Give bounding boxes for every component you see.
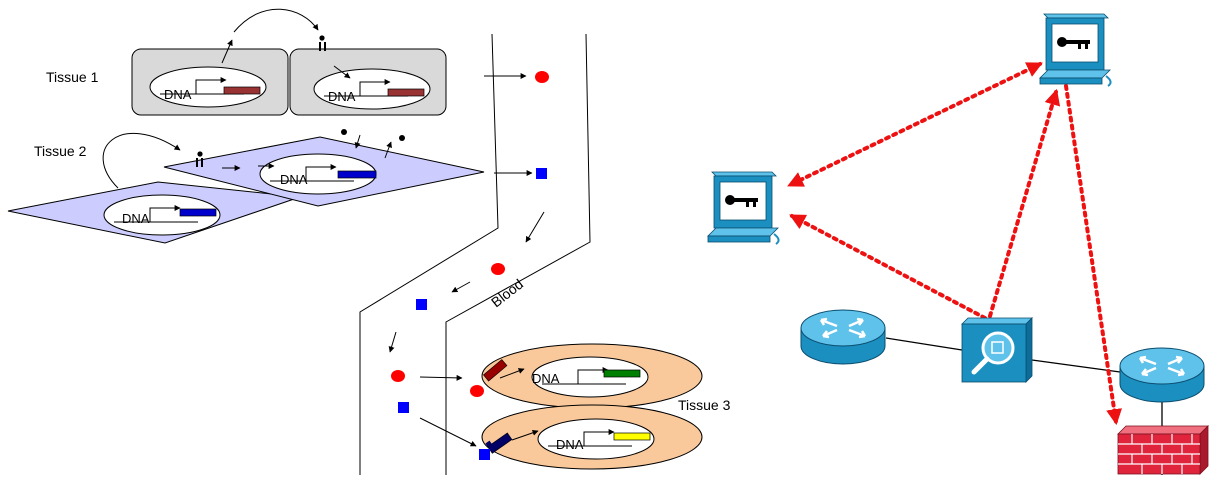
tissue-2: DNA DNA Tissue 2 bbox=[7, 129, 547, 244]
dna-label: DNA bbox=[280, 172, 308, 187]
gene-blue-a bbox=[179, 208, 217, 217]
dna-label: DNA bbox=[556, 437, 584, 452]
flow-arrow bbox=[451, 281, 471, 293]
tissue-2-nucleus-b: DNA bbox=[260, 154, 376, 194]
flow-workstation-to-firewall bbox=[1064, 84, 1123, 426]
dna-label: DNA bbox=[164, 87, 192, 102]
workstation-left[interactable] bbox=[707, 171, 780, 245]
flow-arrow bbox=[388, 331, 397, 353]
tissue-1-nucleus-a: DNA bbox=[150, 67, 266, 107]
hormone-blue bbox=[536, 168, 547, 179]
gene-blue-b bbox=[337, 170, 377, 179]
flow-inspector-to-workstation bbox=[789, 214, 987, 320]
hormone-red bbox=[535, 71, 549, 83]
dna-label: DNA bbox=[122, 211, 150, 226]
key-workstation-icon bbox=[707, 171, 780, 245]
magnifier-icon bbox=[961, 317, 1033, 383]
delivery-arrow bbox=[419, 374, 463, 381]
link-router-inspector bbox=[885, 337, 963, 351]
link-inspector-router bbox=[1031, 359, 1121, 373]
inspector[interactable] bbox=[961, 317, 1033, 383]
autocrine-arrow bbox=[102, 132, 181, 189]
tissue-3-cell-blue: DNA bbox=[479, 404, 703, 470]
tissue-3: DNA DNA bbox=[470, 343, 731, 470]
secreted-molecule bbox=[399, 135, 405, 141]
gene-yellow bbox=[613, 432, 651, 441]
network-diagram bbox=[707, 13, 1209, 475]
dna-label: DNA bbox=[532, 371, 560, 386]
hormone-red bbox=[491, 263, 505, 275]
router-icon bbox=[800, 309, 886, 365]
gene-maroon-a bbox=[223, 86, 261, 95]
key-workstation-icon bbox=[1039, 13, 1112, 87]
firewall-icon bbox=[1117, 425, 1209, 475]
secretion-arrow bbox=[384, 141, 392, 159]
flow-inspector-to-workstation-top bbox=[988, 88, 1061, 318]
vessel-wall-right bbox=[445, 33, 591, 475]
router-right[interactable] bbox=[1119, 347, 1205, 403]
workstation-top[interactable] bbox=[1039, 13, 1112, 87]
gene-green bbox=[603, 369, 641, 378]
tissue-1: DNA DNA Tissue 1 bbox=[46, 8, 549, 116]
flow-arrow bbox=[525, 211, 545, 243]
secretion-arrow bbox=[354, 134, 361, 149]
router-left[interactable] bbox=[800, 309, 886, 365]
tissue-2-nucleus-a: DNA bbox=[104, 195, 220, 235]
tissue-1-label: Tissue 1 bbox=[46, 69, 99, 85]
hormone-blue bbox=[416, 299, 427, 310]
delivery-arrow bbox=[419, 417, 477, 447]
tissue-2-label: Tissue 2 bbox=[34, 143, 87, 159]
firewall[interactable] bbox=[1117, 425, 1209, 475]
hormone-red bbox=[391, 370, 405, 382]
signal-arrow bbox=[333, 65, 351, 79]
receptor-icon bbox=[319, 35, 326, 51]
signal-arrow bbox=[499, 368, 525, 379]
hormone-diagram: DNA DNA Tissue 1 bbox=[7, 8, 731, 475]
router-icon bbox=[1119, 347, 1205, 403]
hormone-blue bbox=[398, 402, 409, 413]
tissue-3-cell-red: DNA bbox=[470, 343, 703, 409]
hormone-red bbox=[470, 385, 484, 397]
secretion-arrow bbox=[221, 39, 233, 64]
hormone-blue bbox=[479, 449, 490, 460]
gene-maroon-b bbox=[387, 88, 425, 97]
secreted-molecule bbox=[341, 129, 347, 135]
receptor-icon bbox=[196, 151, 203, 167]
paracrine-arrow bbox=[233, 8, 319, 33]
tissue-1-nucleus-b: DNA bbox=[314, 69, 430, 109]
signal-arrow bbox=[511, 429, 539, 441]
receptor-red-icon bbox=[483, 359, 508, 382]
vessel-wall-left bbox=[359, 33, 499, 475]
dna-label: DNA bbox=[328, 89, 356, 104]
tissue-3-label: Tissue 3 bbox=[678, 397, 731, 413]
flow-key-exchange bbox=[787, 62, 1043, 187]
